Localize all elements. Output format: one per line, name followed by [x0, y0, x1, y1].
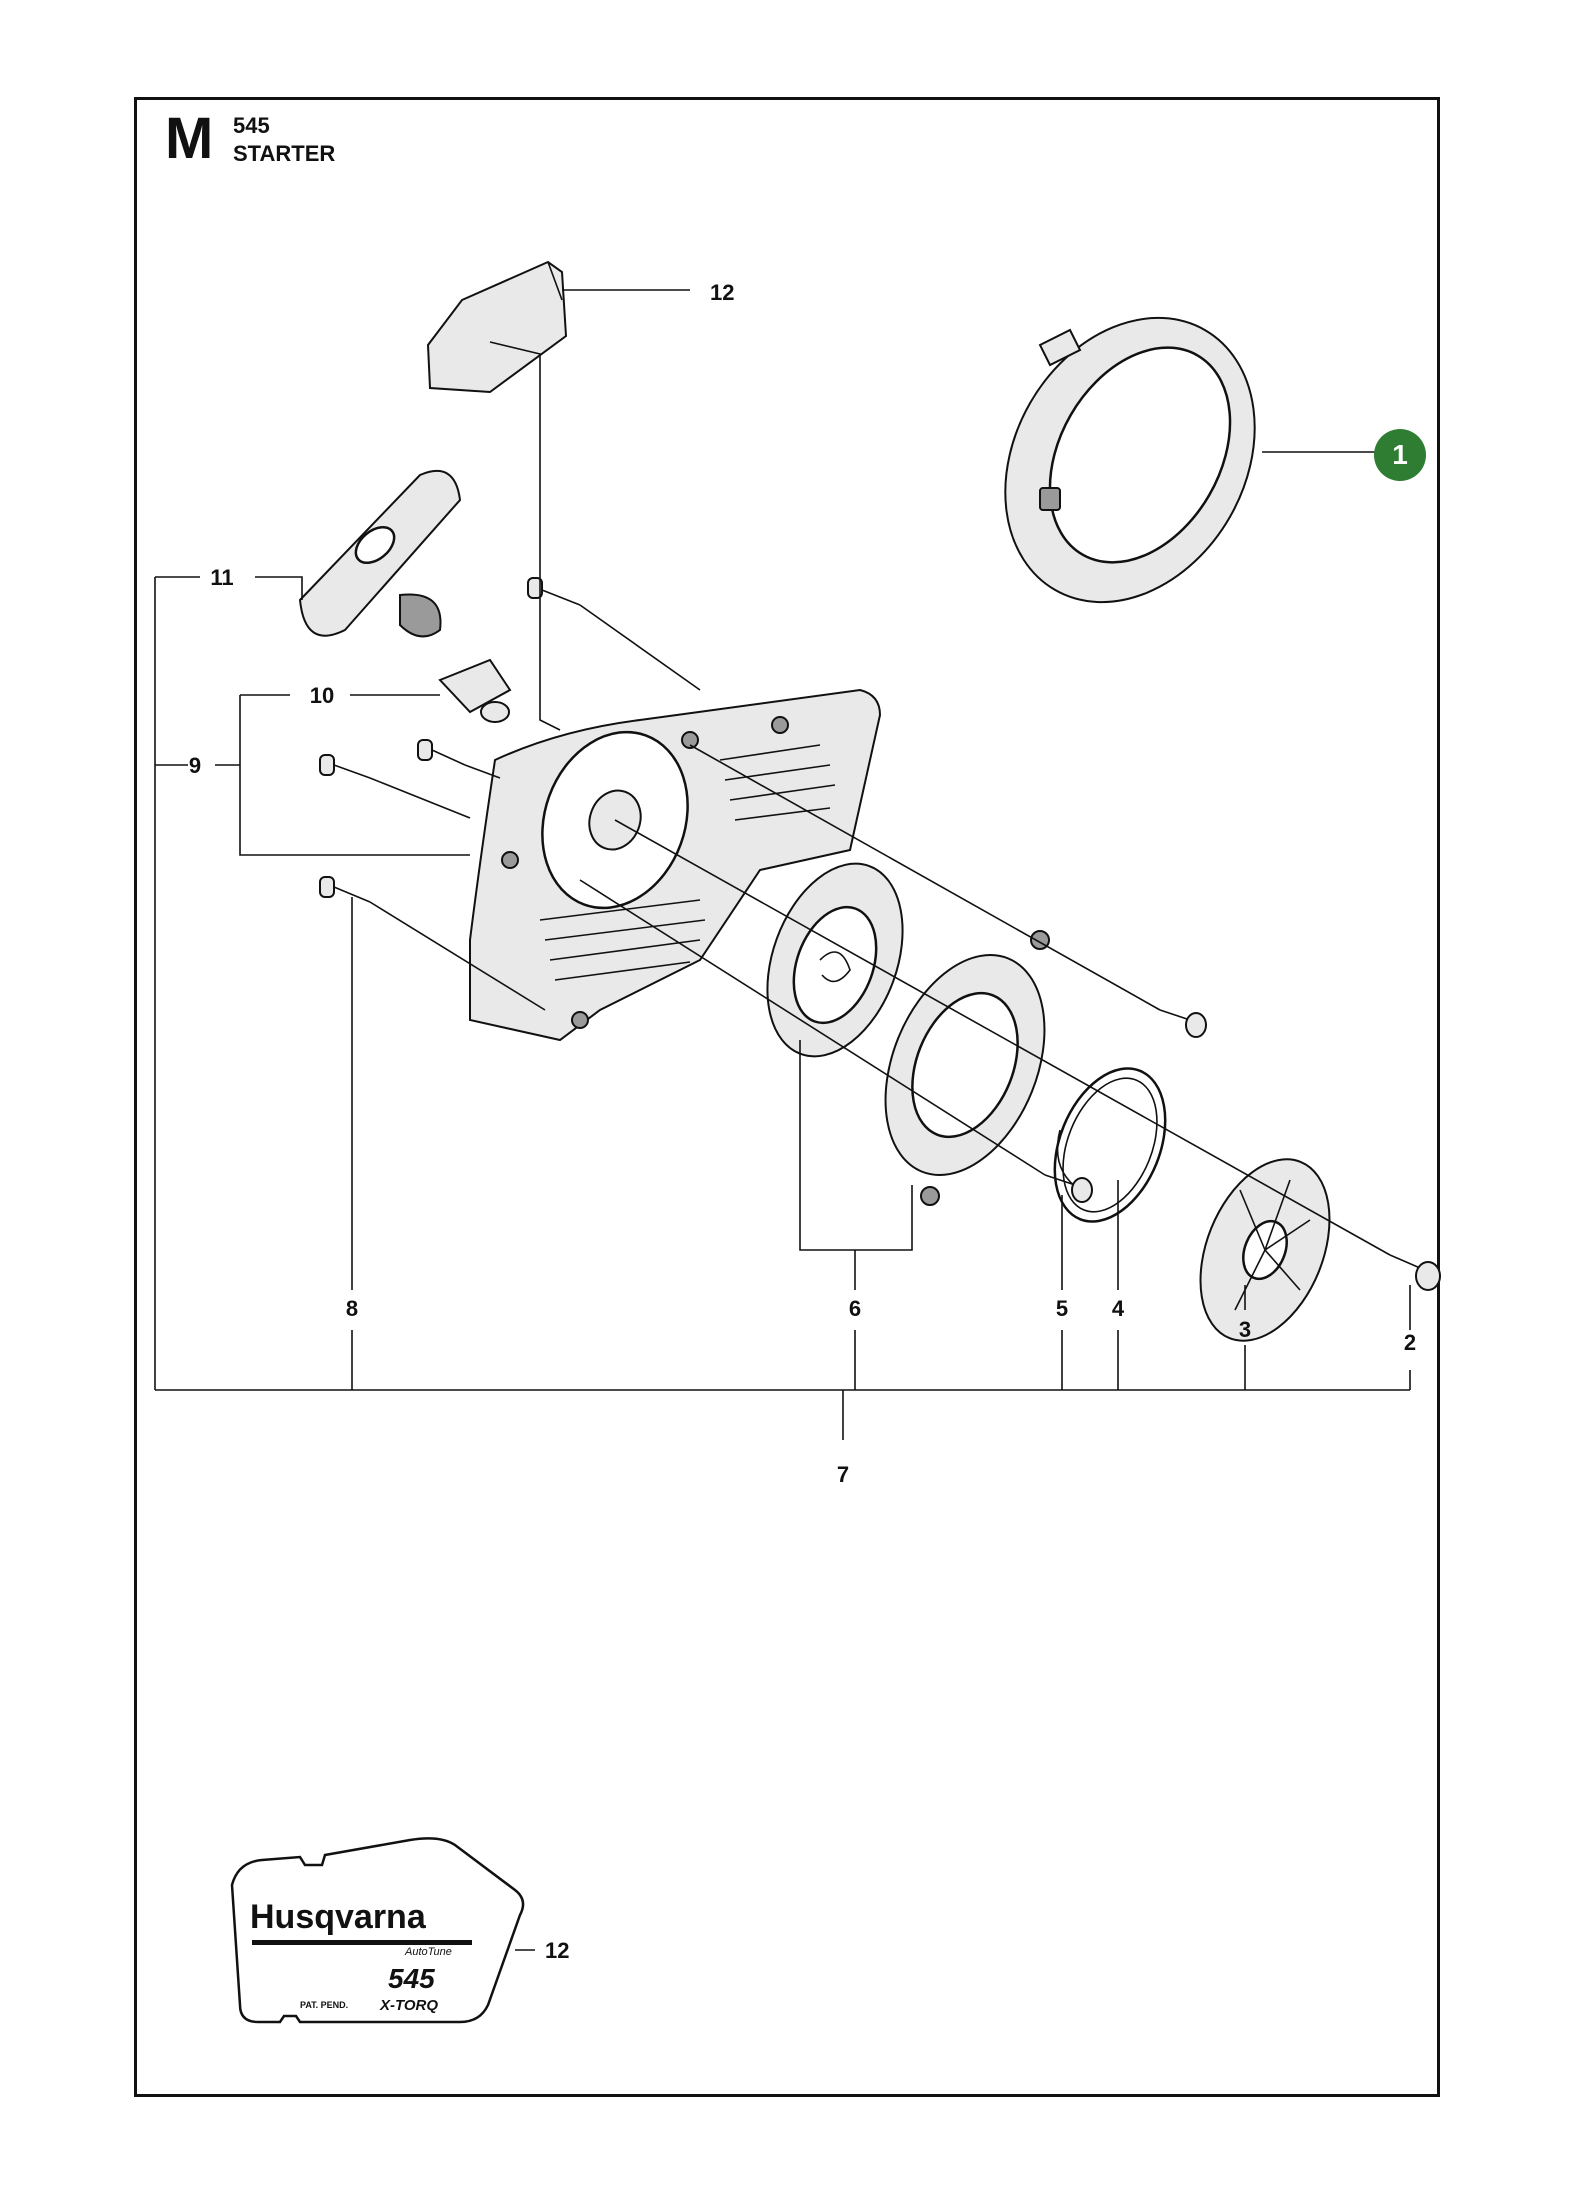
screw-mid-left[interactable] — [319, 754, 371, 779]
callout-7[interactable]: 7 — [837, 1462, 849, 1487]
screw-bottom-left[interactable] — [319, 876, 371, 903]
screw-mid-right[interactable] — [417, 739, 466, 766]
part-5-screw[interactable] — [1044, 1174, 1093, 1203]
callout-3[interactable]: 3 — [1239, 1317, 1251, 1342]
callout-12-top[interactable]: 12 — [710, 280, 734, 305]
part-6-spring[interactable] — [743, 845, 928, 1075]
part-2-screw[interactable] — [1389, 1254, 1441, 1291]
decal-rule — [252, 1940, 472, 1945]
starter-housing[interactable] — [469, 688, 882, 1042]
decal-autotune: AutoTune — [404, 1946, 452, 1958]
screw-top[interactable] — [527, 577, 581, 606]
part-4-rope[interactable] — [1034, 1052, 1187, 1238]
callout-6[interactable]: 6 — [849, 1296, 861, 1321]
callout-8[interactable]: 8 — [346, 1296, 358, 1321]
highlight-badge — [1374, 429, 1426, 481]
part-1-cover[interactable] — [955, 273, 1304, 648]
callout-5[interactable]: 5 — [1056, 1296, 1068, 1321]
callout-12-bottom[interactable]: 12 — [545, 1938, 569, 1963]
part-12-decal[interactable] — [426, 260, 568, 394]
screw-upper-right[interactable] — [1159, 1009, 1207, 1038]
callout-9[interactable]: 9 — [189, 753, 201, 778]
part-11-handle[interactable] — [298, 470, 462, 638]
decal-model: 545 — [388, 1963, 435, 1994]
page-frame — [134, 97, 1440, 2097]
callout-4[interactable]: 4 — [1112, 1296, 1125, 1321]
callout-10[interactable]: 10 — [310, 683, 334, 708]
decal-detail[interactable]: Husqvarna AutoTune 545 PAT. PEND. X-TORQ — [230, 1837, 525, 2024]
callout-1[interactable]: 1 — [1392, 439, 1408, 470]
model-number: 545 — [233, 113, 270, 138]
decal-brand: Husqvarna — [250, 1898, 427, 1936]
decal-pat: PAT. PEND. — [300, 2000, 348, 2010]
section-letter: M — [165, 106, 214, 171]
part-pulley-plate[interactable] — [855, 930, 1075, 1206]
part-3-pulley[interactable] — [1176, 1140, 1355, 1360]
section-title: STARTER — [233, 141, 336, 166]
decal-xtorq: X-TORQ — [379, 1997, 438, 2014]
part-10-grommet[interactable] — [438, 658, 512, 723]
callout-11[interactable]: 11 — [210, 565, 233, 590]
callout-2[interactable]: 2 — [1404, 1330, 1416, 1355]
